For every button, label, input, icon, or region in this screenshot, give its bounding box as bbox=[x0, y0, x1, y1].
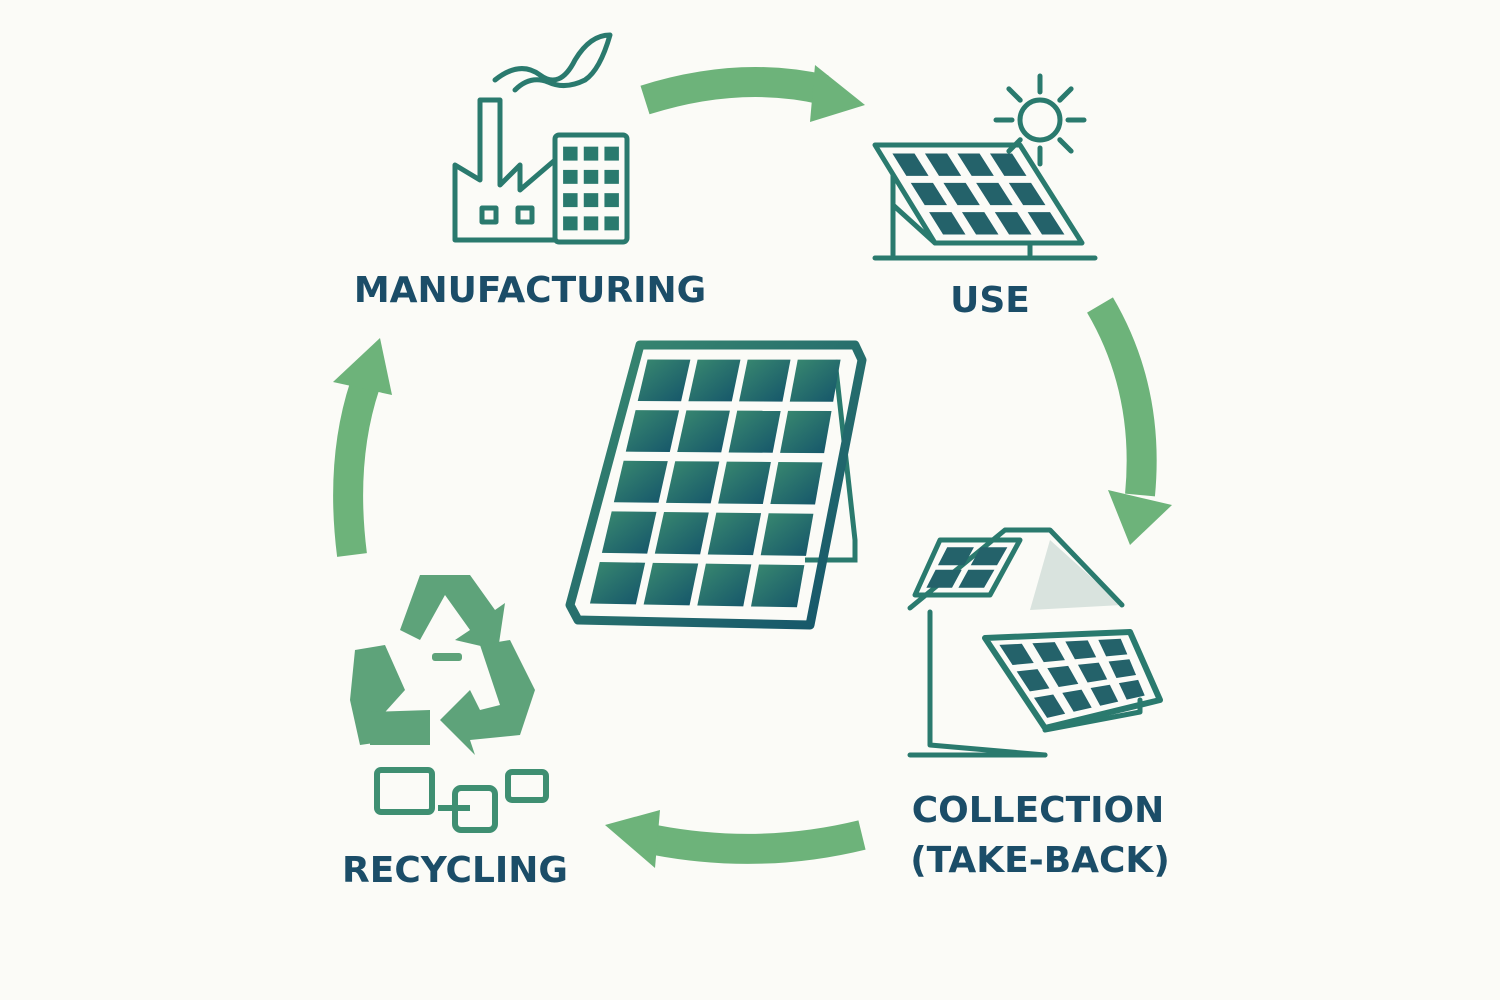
solar-cell bbox=[697, 563, 752, 607]
solar-cell bbox=[637, 359, 691, 402]
label-use: USE bbox=[950, 280, 1030, 321]
label-collection: COLLECTION bbox=[912, 790, 1165, 831]
solar-cell bbox=[1098, 638, 1128, 657]
solar-cell bbox=[1118, 679, 1145, 700]
solar-cell bbox=[613, 460, 668, 503]
arrow-collection-to-recycling bbox=[605, 810, 866, 868]
arrow-manufacturing-to-use bbox=[640, 65, 865, 122]
solar-cell bbox=[643, 562, 699, 606]
solar-cell bbox=[563, 169, 578, 184]
solar-cell bbox=[780, 410, 832, 454]
solar-cell bbox=[1108, 659, 1137, 678]
solar-cell bbox=[739, 359, 791, 402]
solar-cell bbox=[760, 513, 814, 556]
arrow-use-to-collection bbox=[1087, 297, 1172, 545]
label-take-back: (TAKE-BACK) bbox=[910, 840, 1170, 881]
solar-cell bbox=[563, 193, 578, 208]
solar-cell bbox=[910, 182, 948, 206]
solar-cell bbox=[589, 562, 646, 605]
solar-cell bbox=[563, 216, 578, 231]
solar-cell bbox=[1047, 665, 1079, 687]
solar-cell bbox=[604, 146, 619, 161]
solar-cell bbox=[1090, 684, 1119, 706]
sun-icon bbox=[993, 73, 1087, 167]
solar-cell bbox=[989, 153, 1027, 176]
solar-cell bbox=[976, 182, 1013, 206]
solar-cell bbox=[961, 212, 999, 235]
solar-cell bbox=[563, 146, 578, 161]
solar-panel-icon bbox=[565, 340, 867, 630]
solar-cell bbox=[666, 461, 720, 504]
sun-ray bbox=[1057, 137, 1074, 154]
label-recycling: RECYCLING bbox=[342, 850, 568, 891]
arrow-recycling-to-manufacturing bbox=[333, 338, 392, 557]
solar-cell bbox=[1065, 640, 1097, 660]
solar-cell bbox=[770, 462, 823, 505]
solar-cell bbox=[750, 564, 805, 608]
solar-cell bbox=[1016, 669, 1050, 692]
factory-icon bbox=[452, 32, 630, 245]
recycle-icon bbox=[350, 575, 535, 755]
solar-cell bbox=[937, 547, 974, 566]
sun-ray bbox=[1057, 86, 1074, 103]
solar-cell bbox=[970, 547, 1008, 566]
solar-cell bbox=[926, 569, 962, 588]
solar-cell bbox=[583, 146, 599, 161]
solar-cell bbox=[601, 511, 657, 554]
recycled-materials-icon bbox=[374, 767, 549, 833]
solar-cell bbox=[958, 569, 995, 588]
solar-cell bbox=[625, 410, 680, 453]
solar-cell bbox=[999, 643, 1034, 666]
sun-ray bbox=[1006, 86, 1023, 103]
solar-cell bbox=[728, 410, 781, 453]
solar-cell bbox=[1077, 662, 1108, 683]
solar-cell bbox=[924, 153, 962, 176]
solar-cell bbox=[957, 153, 994, 176]
house-with-solar-panels-icon bbox=[907, 527, 1163, 758]
solar-cell bbox=[604, 193, 619, 208]
solar-cell bbox=[943, 182, 980, 206]
solar-cell bbox=[654, 512, 709, 555]
solar-cell bbox=[1062, 689, 1092, 712]
solar-cell bbox=[1008, 182, 1046, 206]
solar-cell bbox=[718, 461, 771, 504]
ground-solar-panel-icon bbox=[872, 142, 1098, 261]
solar-cell bbox=[583, 216, 599, 231]
solar-cell bbox=[583, 193, 599, 208]
solar-cell bbox=[604, 169, 619, 184]
solar-cell bbox=[583, 169, 599, 184]
solar-cell bbox=[688, 359, 741, 402]
solar-cell bbox=[789, 359, 841, 402]
solar-cell bbox=[604, 216, 619, 231]
solar-cell bbox=[1032, 642, 1065, 663]
solar-cell bbox=[1027, 212, 1065, 235]
solar-cell bbox=[892, 153, 929, 176]
solar-cell bbox=[707, 512, 762, 556]
solar-cell bbox=[1033, 694, 1066, 718]
solar-cell bbox=[994, 212, 1032, 235]
solar-cell bbox=[929, 212, 966, 235]
solar-cell bbox=[677, 410, 730, 453]
label-manufacturing: MANUFACTURING bbox=[354, 270, 706, 311]
